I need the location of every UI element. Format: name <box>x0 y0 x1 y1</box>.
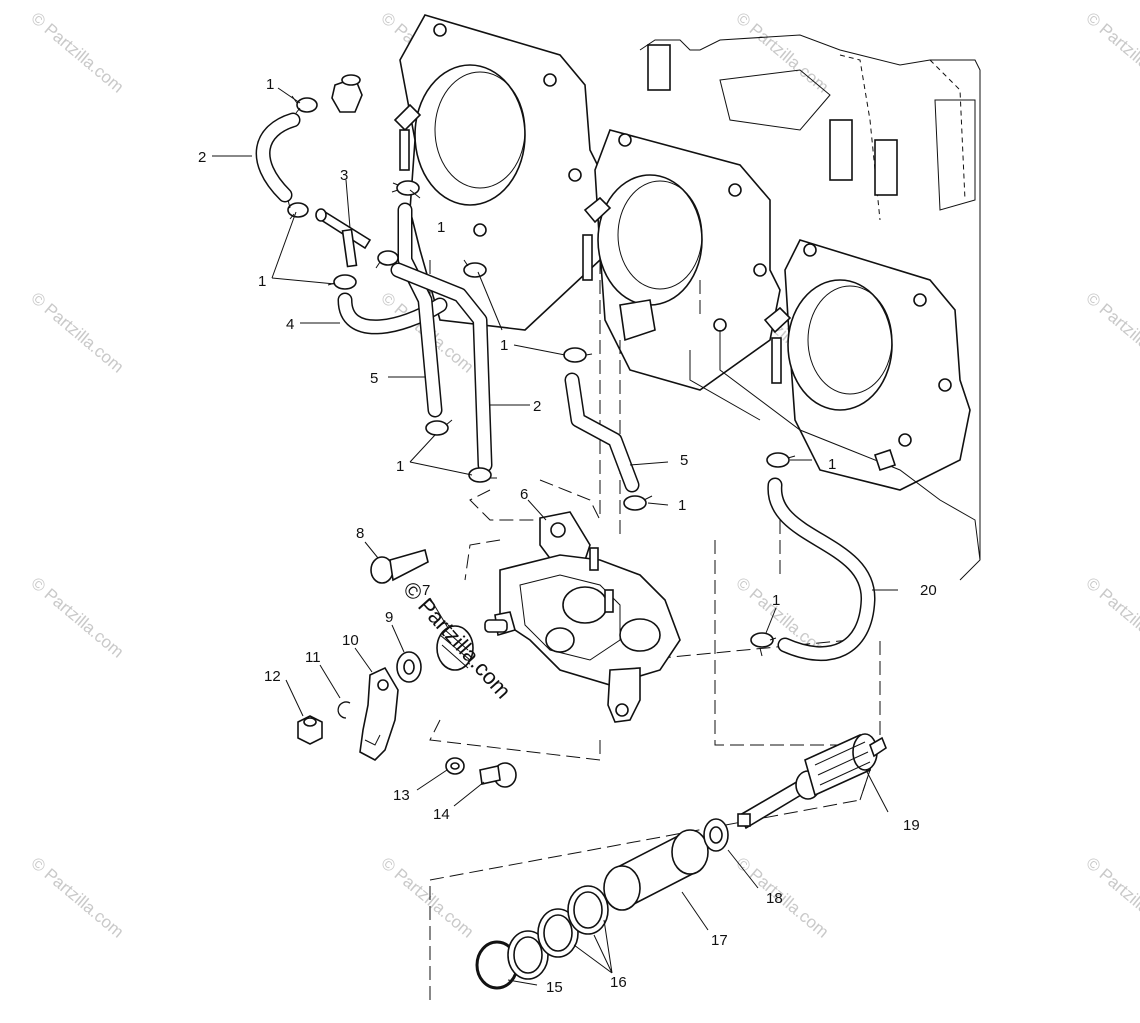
clamp <box>463 259 487 278</box>
watermark: © Partzilla.com <box>1082 9 1140 97</box>
leader-lines <box>212 87 898 986</box>
callout-1: 1 <box>500 337 508 354</box>
callout-1: 1 <box>678 497 686 514</box>
clamp <box>425 419 453 436</box>
callout-1: 1 <box>396 458 404 475</box>
callout-9: 9 <box>385 609 393 626</box>
bushing-17 <box>603 829 709 911</box>
hose-clamps <box>287 95 796 657</box>
clamp <box>766 452 796 468</box>
washer-18 <box>703 818 729 852</box>
watermark: © Partzilla.com <box>1082 289 1140 377</box>
clamp <box>623 495 653 511</box>
callout-8: 8 <box>356 525 364 542</box>
callout-10: 10 <box>342 632 359 649</box>
watermark: © Partzilla.com <box>27 574 127 662</box>
callout-5: 5 <box>680 452 688 469</box>
callout-5: 5 <box>370 370 378 387</box>
engine-block <box>331 14 981 581</box>
clamp <box>391 180 420 196</box>
callout-1: 1 <box>258 273 266 290</box>
clamp <box>563 347 593 363</box>
part-3-fitting <box>315 208 372 268</box>
clamp <box>287 199 309 220</box>
bolt-8 <box>370 549 429 584</box>
watermark: © Partzilla.com <box>1082 854 1140 942</box>
callout-2: 2 <box>533 398 541 415</box>
watermark: © Partzilla.com <box>27 9 127 97</box>
clamp <box>291 95 318 114</box>
clamp <box>327 274 357 290</box>
callout-7: 7 <box>422 582 430 599</box>
watermark: © Partzilla.com <box>27 289 127 377</box>
screw-14 <box>479 762 517 788</box>
callout-19: 19 <box>903 817 920 834</box>
center-watermark: © Partzilla.com <box>398 577 516 704</box>
callout-20: 20 <box>920 582 937 599</box>
callout-1: 1 <box>437 219 445 236</box>
hoses <box>255 112 876 661</box>
clamp <box>375 250 399 269</box>
clamp <box>750 632 777 657</box>
callout-12: 12 <box>264 668 281 685</box>
callout-15: 15 <box>546 979 563 996</box>
watermark: © Partzilla.com <box>377 854 477 942</box>
oil-pump <box>484 511 681 723</box>
watermark: © Partzilla.com <box>1082 574 1140 662</box>
callout-17: 17 <box>711 932 728 949</box>
washer-9 <box>396 651 422 683</box>
callout-14: 14 <box>433 806 450 823</box>
callout-1: 1 <box>772 592 780 609</box>
callout-16: 16 <box>610 974 627 991</box>
callout-3: 3 <box>340 167 348 184</box>
callout-labels: 1 2 3 1 1 4 1 5 2 1 5 1 6 1 8 20 7 1 9 1… <box>198 76 937 996</box>
callout-1: 1 <box>266 76 274 93</box>
clamp <box>468 467 497 483</box>
callout-4: 4 <box>286 316 294 333</box>
callout-2: 2 <box>198 149 206 166</box>
clip-11 <box>337 701 351 719</box>
nut-12 <box>297 715 323 745</box>
gear-shaft-19 <box>737 733 887 830</box>
watermark: © Partzilla.com <box>732 9 832 97</box>
spring-7 <box>436 625 474 671</box>
callout-6: 6 <box>520 486 528 503</box>
shim-set-16 <box>507 885 609 980</box>
watermark: © Partzilla.com <box>27 854 127 942</box>
callout-18: 18 <box>766 890 783 907</box>
lever-10 <box>359 666 399 761</box>
callout-11: 11 <box>305 649 321 666</box>
callout-1: 1 <box>828 456 836 473</box>
washer-13 <box>445 757 465 775</box>
callout-13: 13 <box>393 787 410 804</box>
